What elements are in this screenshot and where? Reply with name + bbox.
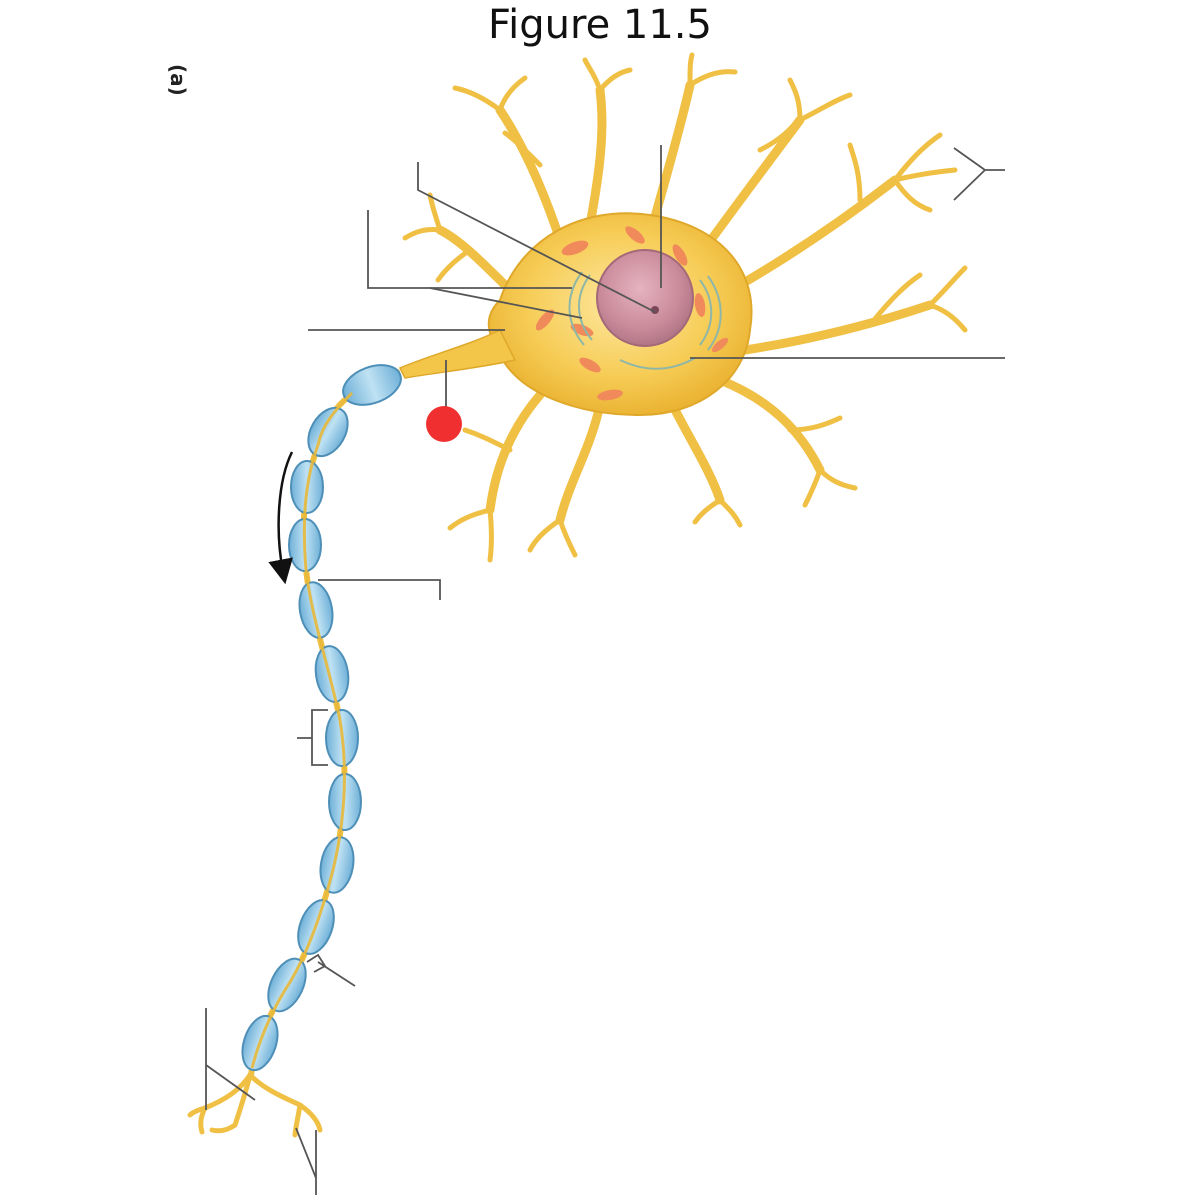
myelin-segment bbox=[298, 581, 334, 639]
nucleolus bbox=[651, 306, 659, 314]
leader-line bbox=[429, 287, 583, 319]
axon-terminals bbox=[187, 1072, 323, 1138]
leader-line bbox=[297, 709, 328, 766]
organelles bbox=[535, 226, 729, 401]
myelin-segment bbox=[307, 406, 349, 458]
curved-arrow-icon bbox=[268, 451, 294, 585]
leader-line bbox=[953, 147, 1005, 201]
myelin-sheath bbox=[241, 364, 402, 1072]
axon-hillock bbox=[398, 328, 517, 379]
nucleus bbox=[596, 249, 694, 347]
leader-line bbox=[205, 1008, 256, 1110]
leader-lines bbox=[205, 145, 1005, 1195]
leader-line bbox=[367, 210, 572, 289]
leader-line bbox=[318, 579, 441, 600]
myelin-segment bbox=[342, 364, 402, 406]
figure-title: Figure 11.5 bbox=[488, 2, 712, 48]
leader-line bbox=[306, 953, 356, 987]
myelin-segment bbox=[314, 645, 350, 703]
leader-line bbox=[295, 1127, 317, 1195]
leader-line bbox=[417, 162, 656, 313]
red-dot-marker[interactable] bbox=[426, 406, 462, 442]
myelin-segment bbox=[319, 836, 355, 894]
axon bbox=[247, 369, 401, 1081]
axon-core bbox=[250, 391, 354, 1069]
